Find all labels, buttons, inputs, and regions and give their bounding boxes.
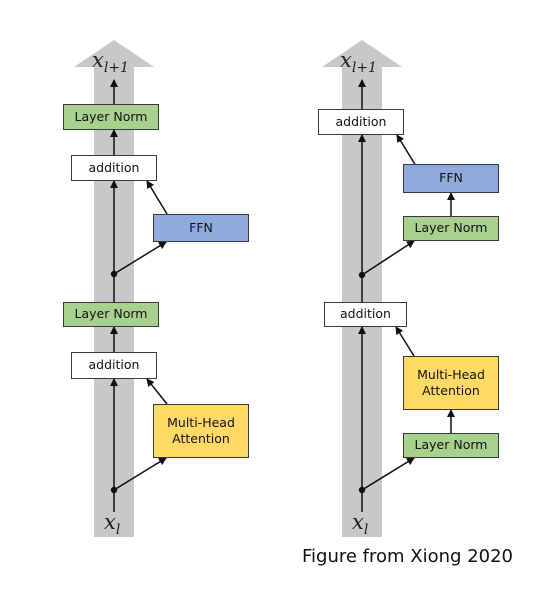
pre-ln-input-label: xl (352, 510, 369, 538)
pre-ln-junctions (358, 271, 366, 494)
mha-line-2: Attention (172, 431, 230, 446)
pre-ln-layer-norm-2: Layer Norm (403, 216, 499, 241)
pre-ln-ffn: FFN (403, 164, 499, 193)
mha-line-1: Multi-Head (167, 414, 235, 430)
post-ln-connectors (110, 79, 168, 512)
post-ln-input-label: xl (104, 510, 121, 538)
pre-ln-multi-head-attention: Multi-Head Attention (403, 356, 499, 410)
post-ln-addition-2: addition (71, 155, 157, 181)
post-ln-output-label: xl+1 (92, 48, 129, 76)
post-ln-layer-norm-1: Layer Norm (63, 302, 159, 327)
pre-ln-layer-norm-1: Layer Norm (403, 433, 499, 458)
pre-ln-addition-2: addition (318, 109, 404, 135)
mha-line-2: Attention (422, 383, 480, 398)
post-ln-junctions (110, 270, 118, 494)
pre-ln-addition-1: addition (324, 302, 407, 327)
post-ln-ffn: FFN (153, 214, 249, 242)
post-ln-multi-head-attention: Multi-Head Attention (153, 404, 249, 458)
figure-caption: Figure from Xiong 2020 (302, 546, 513, 567)
post-ln-layer-norm-2: Layer Norm (63, 104, 159, 130)
mha-line-1: Multi-Head (417, 366, 485, 382)
post-ln-addition-1: addition (71, 352, 157, 379)
pre-ln-output-label: xl+1 (340, 48, 377, 76)
